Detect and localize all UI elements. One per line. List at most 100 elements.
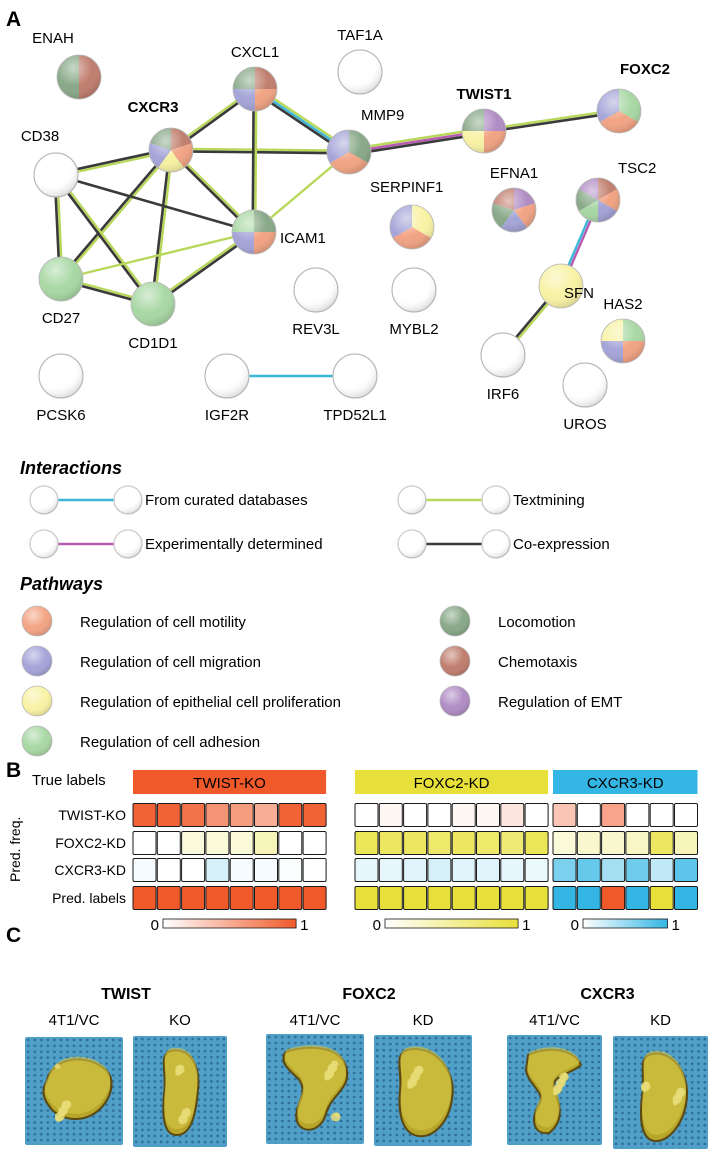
- true-label-text: FOXC2-KD: [414, 775, 490, 792]
- pred-label-cell: [403, 886, 428, 910]
- legend-pathway-label: Regulation of epithelial cell proliferat…: [80, 694, 341, 711]
- node-has2[interactable]: HAS2: [600, 296, 646, 364]
- node-igf2r[interactable]: IGF2R: [204, 353, 250, 424]
- heatmap-cell: [500, 803, 525, 827]
- heatmap-cell: [427, 858, 452, 882]
- true-label-bar: [355, 770, 549, 794]
- heatmap-cell: [674, 803, 698, 827]
- panel-label-b: B: [6, 759, 21, 782]
- pred-label-cell: [205, 886, 230, 910]
- heatmap-cell: [181, 803, 206, 827]
- node-pcsk6[interactable]: PCSK6: [36, 353, 86, 424]
- heatmap-cell: [156, 803, 181, 827]
- heatmap-cell: [500, 831, 525, 855]
- edge-twist1-foxc2-coexpression: [484, 111, 620, 134]
- pred-label-cell: [625, 886, 650, 910]
- pred-label-cell: [476, 886, 500, 910]
- node-enah[interactable]: ENAH: [32, 30, 102, 100]
- heatmap-cell: [601, 858, 626, 882]
- tumor-photo-twist-control: [25, 1037, 123, 1145]
- true-label-text: CXCR3-KD: [587, 775, 664, 792]
- edge-cxcr3-cd27-textmining: [61, 150, 173, 281]
- node-mybl2[interactable]: MYBL2: [389, 267, 439, 338]
- node-sfn[interactable]: SFN: [538, 263, 594, 309]
- node-foxc2[interactable]: FOXC2: [596, 61, 670, 134]
- tumor-photo-label: 4T1/VC: [290, 1012, 341, 1029]
- node-rev3l[interactable]: REV3L: [292, 267, 340, 338]
- color-scale-bar: [384, 918, 519, 929]
- heatmap-row-label: TWIST-KO: [58, 807, 126, 823]
- edge-mmp9-twist1-coexpression: [349, 132, 485, 156]
- heatmap-cell: [205, 803, 230, 827]
- heatmap-cell: [278, 831, 303, 855]
- pred-label-cell: [576, 886, 601, 910]
- scale-max-label: 1: [522, 917, 530, 934]
- heatmap-cell: [132, 858, 157, 882]
- heatmap-cell: [156, 831, 181, 855]
- node-label-pcsk6: PCSK6: [36, 407, 85, 424]
- legend-interaction-label: Co-expression: [513, 536, 610, 553]
- node-tpd52l1[interactable]: TPD52L1: [323, 353, 387, 424]
- heatmap-cell: [403, 803, 428, 827]
- panel-label-a: A: [6, 8, 21, 31]
- node-serpinf1[interactable]: SERPINF1: [370, 179, 443, 250]
- heatmap-cell: [378, 803, 403, 827]
- edge-cxcl1-icam1-coexpression: [251, 88, 255, 232]
- heatmap-cell: [205, 858, 230, 882]
- pred-label-cell: [229, 886, 254, 910]
- pred-label-cell: [378, 886, 403, 910]
- heatmap-cell: [625, 803, 650, 827]
- scale-max-label: 1: [300, 917, 308, 934]
- heatmap-cell: [403, 858, 428, 882]
- pred-label-cell: [601, 886, 626, 910]
- true-label-bar: [133, 770, 327, 794]
- heatmap-cell: [576, 803, 601, 827]
- heatmap-cell: [156, 858, 181, 882]
- node-label-uros: UROS: [563, 416, 606, 433]
- node-cd1d1[interactable]: CD1D1: [128, 281, 178, 352]
- node-taf1a[interactable]: TAF1A: [337, 27, 383, 95]
- legend-pathway-locomotion: Locomotion: [439, 605, 576, 637]
- node-cd27[interactable]: CD27: [38, 256, 84, 327]
- edge-mmp9-twist1-textmining: [348, 127, 484, 151]
- node-uros[interactable]: UROS: [562, 362, 608, 433]
- node-mmp9[interactable]: MMP9: [326, 107, 404, 175]
- edge-cxcr3-cd1d1-coexpression: [150, 149, 171, 305]
- node-cxcr3[interactable]: CXCR3: [128, 99, 194, 173]
- heatmap-row-label: Pred. labels: [52, 890, 126, 906]
- heatmap-cell: [181, 858, 206, 882]
- heatmap-cell: [451, 831, 476, 855]
- node-irf6[interactable]: IRF6: [480, 332, 526, 403]
- node-tsc2[interactable]: TSC2: [575, 160, 656, 223]
- node-label-igf2r: IGF2R: [205, 407, 249, 424]
- tumor-photo-label: KD: [413, 1012, 434, 1029]
- node-label-mybl2: MYBL2: [389, 321, 438, 338]
- heatmap-cell: [254, 831, 278, 855]
- heatmap-row-label: FOXC2-KD: [55, 835, 126, 851]
- legend-pathway-label: Regulation of EMT: [498, 694, 622, 711]
- true-labels-title: True labels: [32, 772, 106, 789]
- heatmap-cell: [229, 803, 254, 827]
- tumor-photo-twist-treated: [133, 1036, 227, 1147]
- node-icam1[interactable]: ICAM1: [231, 209, 326, 255]
- node-label-mmp9: MMP9: [361, 107, 404, 124]
- legend-pathway-label: Locomotion: [498, 614, 576, 631]
- edge-cxcr3-mmp9-textmining: [171, 147, 350, 152]
- tumor-photo-label: 4T1/VC: [529, 1012, 580, 1029]
- node-twist1[interactable]: TWIST1: [457, 86, 512, 154]
- pred-label-cell: [649, 886, 674, 910]
- node-cd38[interactable]: CD38: [21, 128, 79, 198]
- heatmap-cell: [403, 831, 428, 855]
- tumor-group-title: FOXC2: [342, 986, 395, 1003]
- node-cxcl1[interactable]: CXCL1: [231, 44, 279, 112]
- scale-min-label: 0: [571, 917, 579, 934]
- panel-label-c: C: [6, 924, 21, 947]
- node-efna1[interactable]: EFNA1: [490, 165, 538, 233]
- pred-label-cell: [500, 886, 525, 910]
- legend-pathway-migration: Regulation of cell migration: [21, 645, 261, 677]
- edge-cxcr3-cd1d1-textmining: [153, 150, 174, 305]
- tumor-photo-foxc2-treated: [374, 1035, 472, 1146]
